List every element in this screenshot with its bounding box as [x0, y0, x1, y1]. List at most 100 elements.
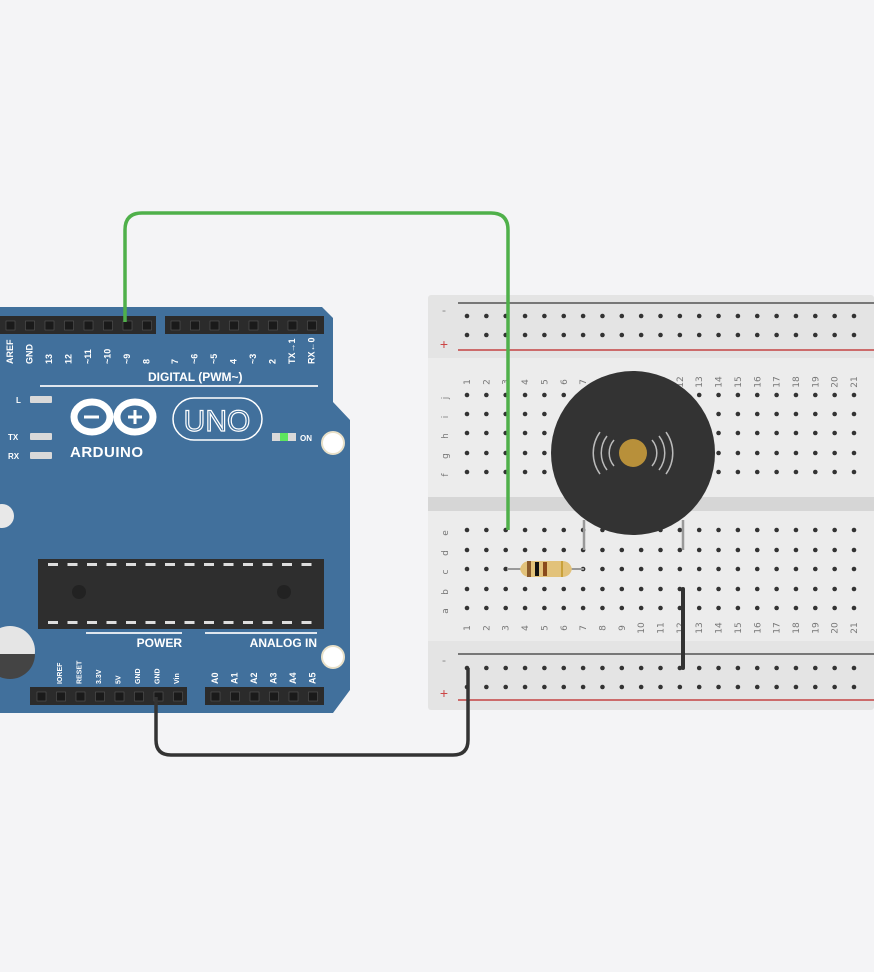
digital-header-right[interactable] [165, 316, 324, 334]
header-pin[interactable] [248, 320, 259, 331]
reset-button[interactable] [0, 504, 14, 528]
breadboard-hole[interactable] [716, 665, 721, 671]
header-pin[interactable] [229, 320, 239, 331]
breadboard-hole[interactable] [542, 665, 547, 671]
breadboard-hole[interactable] [774, 430, 779, 436]
breadboard-hole[interactable] [522, 586, 528, 592]
breadboard-hole[interactable] [619, 684, 625, 690]
header-pin[interactable] [122, 320, 133, 331]
breadboard-hole[interactable] [484, 392, 489, 398]
breadboard-hole[interactable] [542, 411, 547, 417]
breadboard-hole[interactable] [813, 684, 818, 690]
breadboard-hole[interactable] [774, 469, 779, 475]
breadboard-hole[interactable] [696, 547, 702, 553]
breadboard-hole[interactable] [658, 605, 663, 611]
breadboard-hole[interactable] [851, 313, 857, 319]
breadboard-hole[interactable] [638, 566, 644, 572]
breadboard-hole[interactable] [774, 665, 779, 671]
breadboard-hole[interactable] [754, 450, 760, 456]
breadboard-hole[interactable] [716, 469, 721, 475]
breadboard-hole[interactable] [561, 547, 567, 553]
breadboard-hole[interactable] [677, 527, 683, 533]
breadboard-hole[interactable] [735, 547, 741, 553]
breadboard-hole[interactable] [832, 313, 837, 319]
breadboard-hole[interactable] [832, 684, 837, 690]
breadboard-hole[interactable] [522, 392, 528, 398]
breadboard-hole[interactable] [735, 430, 741, 436]
breadboard-hole[interactable] [851, 411, 857, 417]
header-pin[interactable] [114, 691, 125, 702]
breadboard-hole[interactable] [813, 605, 818, 611]
breadboard-hole[interactable] [600, 313, 605, 319]
ground-wire-arduino[interactable] [154, 668, 470, 757]
breadboard-hole[interactable] [716, 392, 721, 398]
breadboard-hole[interactable] [600, 684, 605, 690]
breadboard-hole[interactable] [735, 411, 741, 417]
breadboard-hole[interactable] [813, 392, 818, 398]
breadboard-hole[interactable] [735, 392, 741, 398]
breadboard-hole[interactable] [638, 684, 644, 690]
breadboard-hole[interactable] [600, 566, 605, 572]
breadboard-hole[interactable] [503, 605, 509, 611]
breadboard-hole[interactable] [851, 586, 857, 592]
breadboard-hole[interactable] [716, 684, 721, 690]
breadboard-hole[interactable] [619, 586, 625, 592]
breadboard-hole[interactable] [813, 450, 818, 456]
breadboard-hole[interactable] [735, 313, 741, 319]
breadboard-hole[interactable] [735, 586, 741, 592]
breadboard-hole[interactable] [542, 547, 547, 553]
breadboard-hole[interactable] [677, 547, 683, 553]
breadboard-hole[interactable] [851, 566, 857, 572]
breadboard-hole[interactable] [503, 684, 509, 690]
breadboard-hole[interactable] [542, 469, 547, 475]
breadboard-hole[interactable] [774, 547, 779, 553]
signal-wire-pin9[interactable] [123, 211, 510, 530]
breadboard-hole[interactable] [542, 392, 547, 398]
piezo-buzzer[interactable] [551, 371, 715, 550]
breadboard-hole[interactable] [638, 605, 644, 611]
breadboard-hole[interactable] [735, 450, 741, 456]
breadboard-hole[interactable] [464, 313, 470, 319]
breadboard-hole[interactable] [813, 586, 818, 592]
breadboard-hole[interactable] [580, 684, 586, 690]
breadboard-hole[interactable] [484, 586, 489, 592]
breadboard-hole[interactable] [696, 684, 702, 690]
breadboard-hole[interactable] [561, 527, 567, 533]
breadboard-hole[interactable] [774, 450, 779, 456]
breadboard-hole[interactable] [735, 684, 741, 690]
breadboard-hole[interactable] [851, 450, 857, 456]
breadboard-hole[interactable] [464, 469, 470, 475]
breadboard-hole[interactable] [677, 566, 683, 572]
breadboard-hole[interactable] [658, 313, 663, 319]
header-pin[interactable] [83, 320, 94, 331]
breadboard-hole[interactable] [774, 605, 779, 611]
breadboard-hole[interactable] [754, 586, 760, 592]
breadboard-hole[interactable] [793, 566, 799, 572]
breadboard-hole[interactable] [658, 547, 663, 553]
breadboard-hole[interactable] [484, 547, 489, 553]
breadboard-hole[interactable] [793, 586, 799, 592]
breadboard-hole[interactable] [774, 684, 779, 690]
breadboard-hole[interactable] [832, 411, 837, 417]
breadboard-hole[interactable] [832, 527, 837, 533]
breadboard-hole[interactable] [464, 332, 470, 338]
breadboard-hole[interactable] [619, 605, 625, 611]
breadboard-hole[interactable] [774, 332, 779, 338]
digital-header-left[interactable] [0, 316, 156, 334]
header-pin[interactable] [268, 320, 278, 331]
breadboard-hole[interactable] [484, 450, 489, 456]
breadboard-hole[interactable] [813, 332, 818, 338]
breadboard-hole[interactable] [542, 684, 547, 690]
breadboard-hole[interactable] [580, 665, 586, 671]
header-pin[interactable] [190, 320, 200, 331]
power-header[interactable] [30, 687, 187, 705]
breadboard-hole[interactable] [638, 313, 644, 319]
breadboard-hole[interactable] [619, 665, 625, 671]
breadboard-hole[interactable] [522, 332, 528, 338]
breadboard-hole[interactable] [813, 430, 818, 436]
breadboard-hole[interactable] [754, 313, 760, 319]
breadboard-hole[interactable] [774, 527, 779, 533]
breadboard-hole[interactable] [813, 469, 818, 475]
breadboard-hole[interactable] [832, 566, 837, 572]
